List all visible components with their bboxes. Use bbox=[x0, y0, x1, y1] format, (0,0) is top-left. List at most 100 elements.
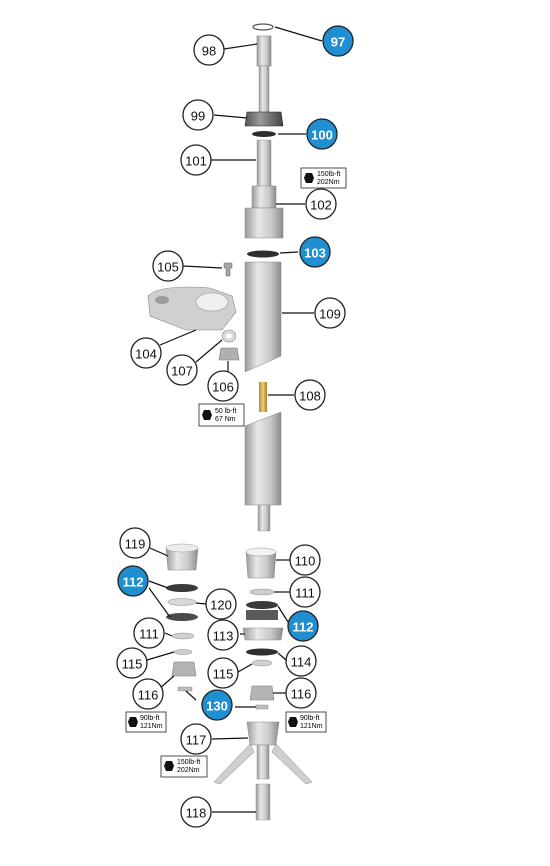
black-nut-part bbox=[244, 111, 284, 127]
callout-balloons: 9798991001011021031051091041071061081191… bbox=[116, 25, 354, 828]
torque-spec-116-left: 90lb-ft 121Nm bbox=[125, 711, 167, 733]
callout-116b: 116 bbox=[285, 677, 317, 709]
brass-rod-part bbox=[259, 382, 267, 412]
callout-number: 112 bbox=[293, 620, 314, 635]
torque-specs: 150lb-ft 202Nm 50 lb-ft 67 Nm 90lb-ft 12… bbox=[125, 167, 347, 778]
callout-112b: 112 bbox=[287, 610, 319, 642]
callout-116a: 116 bbox=[132, 678, 164, 710]
callout-circle bbox=[132, 678, 164, 710]
callout-109: 109 bbox=[314, 297, 346, 329]
callout-110: 110 bbox=[289, 544, 321, 576]
callout-circle bbox=[130, 337, 162, 369]
callout-number: 97 bbox=[331, 35, 345, 50]
torque-line2: 202Nm bbox=[177, 767, 200, 774]
callout-number: 105 bbox=[157, 260, 179, 275]
callout-number: 114 bbox=[291, 655, 312, 670]
foot-valve-117-part bbox=[246, 721, 280, 746]
o-ring-part bbox=[252, 23, 274, 31]
callout-98: 98 bbox=[193, 34, 225, 66]
leader-112a-2 bbox=[148, 587, 171, 618]
nut-116-right-part bbox=[249, 685, 275, 701]
callout-115a: 115 bbox=[116, 647, 148, 679]
callout-115b: 115 bbox=[207, 657, 239, 689]
packing-112-left-b-part bbox=[166, 613, 198, 621]
stem-shaft-part bbox=[258, 65, 270, 113]
main-tube-lower-part bbox=[244, 411, 282, 506]
callout-circle bbox=[305, 188, 337, 220]
washer-120-part bbox=[167, 598, 197, 606]
callout-102: 102 bbox=[305, 188, 337, 220]
callout-113: 113 bbox=[207, 619, 239, 651]
leader-98 bbox=[223, 43, 258, 50]
leader-117 bbox=[211, 737, 249, 740]
callout-108: 108 bbox=[294, 379, 326, 411]
small-bolt-part bbox=[223, 262, 233, 277]
callout-circle bbox=[289, 544, 321, 576]
callout-100: 100 bbox=[306, 118, 338, 150]
foot-leg-right-part bbox=[271, 743, 313, 785]
callout-number: 108 bbox=[299, 389, 321, 404]
leader-114 bbox=[277, 652, 287, 661]
washer-115-left-part bbox=[173, 649, 193, 655]
torque-spec-116-right: 90lb-ft 121Nm bbox=[285, 711, 327, 733]
torque-line1: 150lb-ft bbox=[177, 759, 200, 766]
callout-number: 120 bbox=[210, 598, 232, 613]
callout-circle bbox=[322, 25, 354, 57]
callout-circle bbox=[193, 34, 225, 66]
callout-number: 112 bbox=[123, 575, 144, 590]
leader-115b bbox=[237, 663, 253, 673]
torque-line1: 50 lb-ft bbox=[215, 408, 236, 415]
callout-112a: 112 bbox=[117, 565, 149, 597]
callout-number: 116 bbox=[291, 687, 312, 702]
leader-112a-1 bbox=[148, 580, 169, 589]
shaft-part bbox=[256, 139, 272, 189]
callout-105: 105 bbox=[152, 250, 184, 282]
washer-115-right-part bbox=[251, 659, 273, 667]
pin-130-right-part bbox=[255, 704, 269, 710]
clamp-hole-part bbox=[155, 296, 169, 304]
callout-118: 118 bbox=[180, 796, 212, 828]
callout-circle bbox=[116, 647, 148, 679]
callout-130: 130 bbox=[201, 689, 233, 721]
leader-116a bbox=[159, 675, 175, 689]
callout-number: 119 bbox=[125, 537, 146, 552]
washer-111-left-part bbox=[171, 632, 195, 640]
collar-part bbox=[251, 185, 277, 209]
seal-cup-rim-part bbox=[245, 547, 277, 557]
callout-119: 119 bbox=[119, 527, 151, 559]
callout-circle bbox=[287, 610, 319, 642]
callout-circle bbox=[306, 118, 338, 150]
torque-spec-106: 50 lb-ft 67 Nm bbox=[198, 403, 245, 427]
torque-line2: 121Nm bbox=[140, 723, 163, 730]
callout-circle bbox=[207, 619, 239, 651]
callout-111b: 111 bbox=[289, 576, 321, 608]
torque-line1: 150lb-ft bbox=[317, 171, 340, 178]
leader-99 bbox=[213, 114, 248, 119]
callout-circle bbox=[289, 576, 321, 608]
callout-103: 103 bbox=[299, 236, 331, 268]
intake-118-part bbox=[255, 783, 271, 821]
callout-circle bbox=[285, 677, 317, 709]
callout-number: 107 bbox=[171, 364, 193, 379]
hex-icon bbox=[202, 410, 212, 420]
callout-number: 116 bbox=[138, 688, 159, 703]
callout-number: 115 bbox=[122, 657, 143, 672]
callout-111a: 111 bbox=[133, 617, 165, 649]
callout-number: 101 bbox=[185, 154, 207, 169]
hex-icon bbox=[288, 717, 298, 727]
leader-107 bbox=[195, 339, 223, 363]
torque-spec-117: 150lb-ft 202Nm bbox=[160, 755, 208, 778]
packing-112-right-b-part bbox=[246, 610, 278, 620]
torque-line1: 90lb-ft bbox=[140, 715, 160, 722]
leader-130 bbox=[185, 690, 197, 701]
black-ring-part bbox=[252, 131, 276, 137]
torque-line2: 121Nm bbox=[300, 723, 323, 730]
washer-hole-part bbox=[226, 333, 232, 339]
callout-number: 98 bbox=[202, 44, 216, 59]
foot-leg-left-part bbox=[213, 743, 255, 785]
callout-circle bbox=[299, 236, 331, 268]
collar-body-part bbox=[244, 207, 284, 239]
callout-106: 106 bbox=[207, 370, 239, 402]
callout-117: 117 bbox=[180, 723, 212, 755]
